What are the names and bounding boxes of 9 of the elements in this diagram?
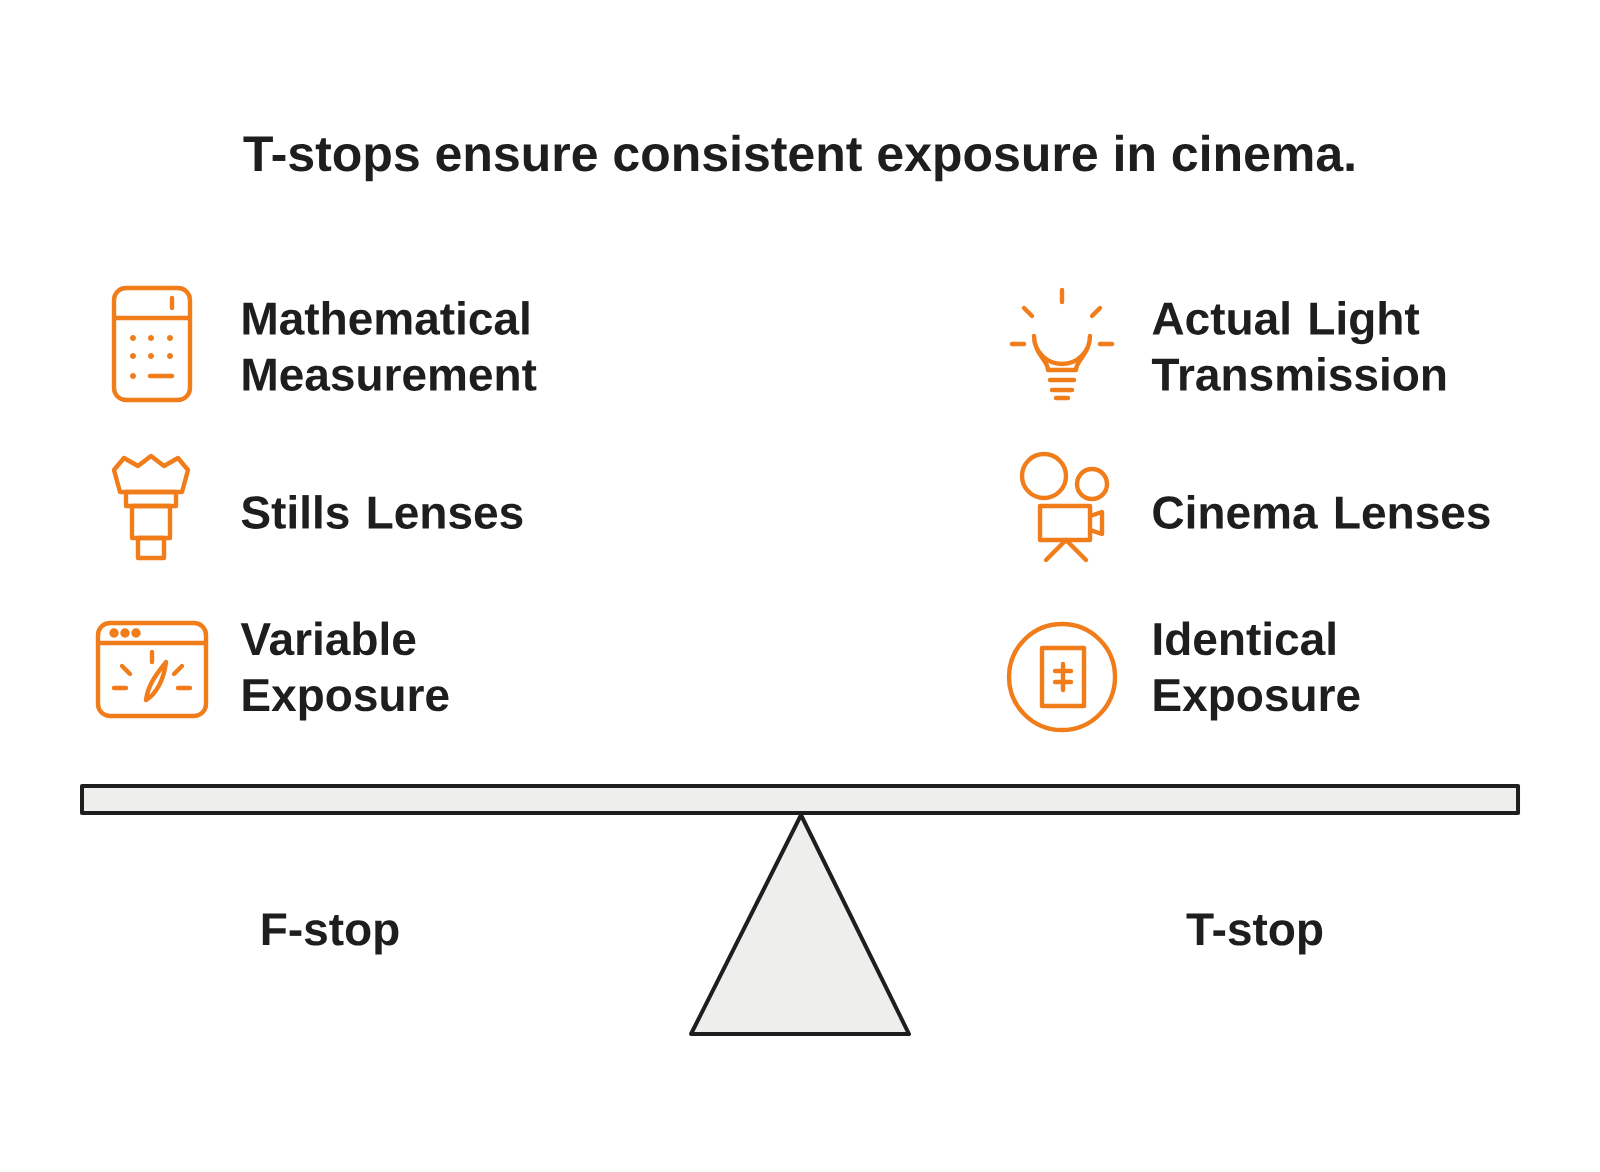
label: F-stop <box>262 913 399 955</box>
title: T-stops ensure consistent exposure in cinema. <box>243 134 1354 182</box>
label: Stills Lenses <box>241 495 523 529</box>
label: Cinema Lenses <box>1153 495 1490 529</box>
label: Identical Exposure <box>1154 621 1360 721</box>
label: T-stop <box>1186 913 1323 955</box>
label: Actual Light Transmission <box>1151 301 1446 391</box>
label: Variable Exposure <box>240 621 449 721</box>
label: Mathematical Measurement <box>243 301 537 391</box>
